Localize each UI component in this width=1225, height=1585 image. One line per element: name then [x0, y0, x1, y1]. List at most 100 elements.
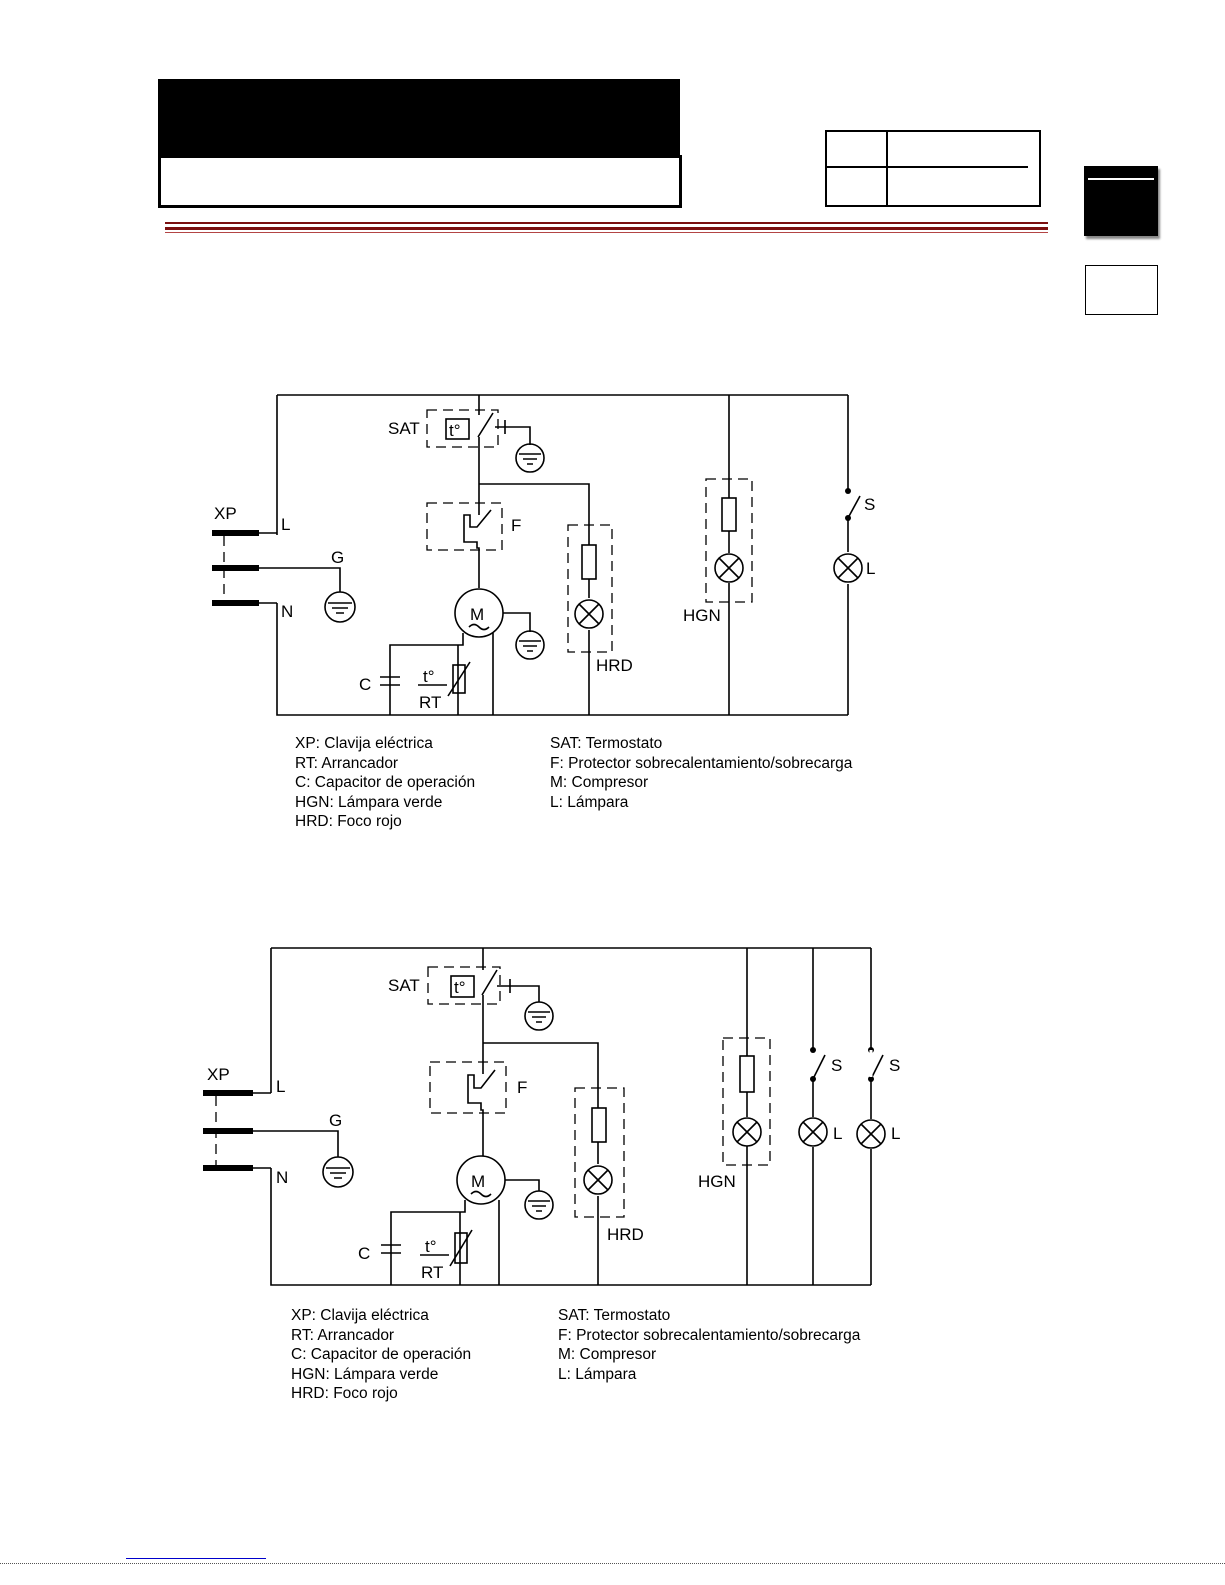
lamp-icon [833, 553, 863, 583]
capacitor-symbol [381, 1244, 401, 1254]
motor-label: M [470, 605, 484, 624]
hrd-lamp-icon [574, 599, 604, 629]
protector-f-box [426, 502, 503, 551]
legend-left-1: XP: Clavija eléctrica RT: Arrancador C: … [295, 734, 475, 832]
ground-icon [322, 1156, 354, 1188]
starter-rt-symbol [454, 1232, 468, 1264]
code-box-divider-vertical [886, 130, 888, 206]
s2-label: S [889, 1056, 900, 1075]
legend-item: F: Protector sobrecalentamiento/sobrecar… [550, 754, 853, 772]
ground-g-label: G [329, 1111, 342, 1130]
rt-label: RT [419, 693, 441, 712]
sat-label: SAT [388, 419, 420, 438]
sat-switch [481, 948, 498, 1064]
sat-box [426, 409, 499, 448]
xp-label: XP [207, 1065, 230, 1084]
section-tab [1084, 166, 1158, 236]
lamp2-label: L [891, 1124, 900, 1143]
lamp-icon [856, 1119, 886, 1149]
lamp1-label: L [833, 1124, 842, 1143]
f-label: F [517, 1078, 527, 1097]
ground-icon [515, 630, 545, 660]
thermostat-symbol [445, 418, 470, 440]
legend-right-1: SAT: Termostato F: Protector sobrecalent… [550, 734, 852, 812]
c-label: C [359, 675, 371, 694]
legend-item: HGN: Lámpara verde [295, 793, 443, 811]
rt-temp-label: t° [423, 667, 435, 686]
sat-temp-label: t° [449, 421, 461, 440]
hgn-box [705, 478, 753, 603]
hrd-label: HRD [607, 1225, 644, 1244]
legend-left-2: XP: Clavija eléctrica RT: Arrancador C: … [291, 1306, 471, 1404]
legend-item: HGN: Lámpara verde [291, 1365, 439, 1383]
legend-item: XP: Clavija eléctrica [291, 1307, 429, 1324]
ground-icon [324, 591, 356, 623]
sat-switch [477, 395, 494, 505]
document-code-box [825, 130, 1041, 207]
header-rule-light [165, 232, 1048, 233]
header-subtitle-box [158, 155, 682, 208]
line-l-label: L [281, 515, 290, 534]
header-rule [165, 222, 1048, 224]
legend-item: L: Lámpara [550, 793, 629, 811]
s-label: S [864, 495, 875, 514]
protector-f-box [429, 1061, 507, 1114]
protector-symbol [463, 505, 492, 588]
thermostat-symbol [450, 975, 475, 998]
page-bottom-dotted-rule [0, 1563, 1225, 1564]
hrd-box [574, 1087, 625, 1218]
hrd-resistor [591, 1107, 607, 1143]
ground-icon [524, 1001, 554, 1031]
ground-icon [515, 443, 545, 473]
motor-label: M [471, 1172, 485, 1191]
hgn-lamp-icon [732, 1117, 762, 1147]
wiring-diagram-2: XP L G N t° SAT F M C t° RT HRD [203, 947, 900, 1286]
xp-label: XP [214, 504, 237, 523]
hrd-box [567, 524, 613, 653]
s1-label: S [831, 1056, 842, 1075]
neutral-n-label: N [276, 1168, 288, 1187]
legend-item: C: Capacitor de operación [295, 774, 476, 791]
ground-g-label: G [331, 548, 344, 567]
legend-item: F: Protector sobrecalentamiento/sobrecar… [558, 1326, 861, 1344]
plug-xp [212, 530, 341, 606]
hgn-resistor [721, 497, 737, 532]
switch-s-symbol [847, 495, 861, 519]
hrd-lamp-icon [583, 1165, 613, 1195]
page-tab [1085, 265, 1158, 315]
protector-symbol [467, 1064, 496, 1156]
hgn-box [722, 1037, 771, 1166]
hrd-label: HRD [596, 656, 633, 675]
header-rule-thick [165, 227, 1048, 230]
lamp-label: L [866, 559, 875, 578]
legend-item: HRD: Foco rojo [295, 813, 402, 830]
switch-s1-symbol [812, 1054, 826, 1080]
capacitor-symbol [380, 676, 400, 686]
switch-contact [810, 1047, 816, 1053]
legend-item: M: Compresor [550, 774, 649, 791]
legend-item: RT: Arrancador [291, 1326, 395, 1344]
legend-item: M: Compresor [558, 1346, 657, 1363]
legend-item: RT: Arrancador [295, 754, 399, 772]
f-label: F [511, 516, 521, 535]
hgn-label: HGN [683, 606, 721, 625]
wiring-diagram-1: XP L G N t° SAT F M C t° RT HRD [212, 394, 875, 716]
legend-item: HRD: Foco rojo [291, 1385, 398, 1402]
header-title-bar [158, 79, 680, 159]
hgn-label: HGN [698, 1172, 736, 1191]
lamp-icon [798, 1117, 828, 1147]
hrd-resistor [581, 544, 597, 580]
line-l-label: L [276, 1077, 285, 1096]
sat-temp-label: t° [454, 978, 466, 997]
sat-label: SAT [388, 976, 420, 995]
switch-contact [845, 488, 851, 494]
code-box-divider-horizontal [825, 166, 1028, 168]
legend-right-2: SAT: Termostato F: Protector sobrecalent… [558, 1306, 860, 1384]
ground-icon [524, 1190, 554, 1220]
hgn-lamp-icon [714, 553, 744, 583]
section-tab-line [1088, 178, 1154, 180]
legend-item: SAT: Termostato [558, 1307, 671, 1324]
starter-rt-symbol [452, 664, 466, 694]
hgn-resistor [739, 1055, 755, 1093]
legend-item: XP: Clavija eléctrica [295, 735, 433, 752]
